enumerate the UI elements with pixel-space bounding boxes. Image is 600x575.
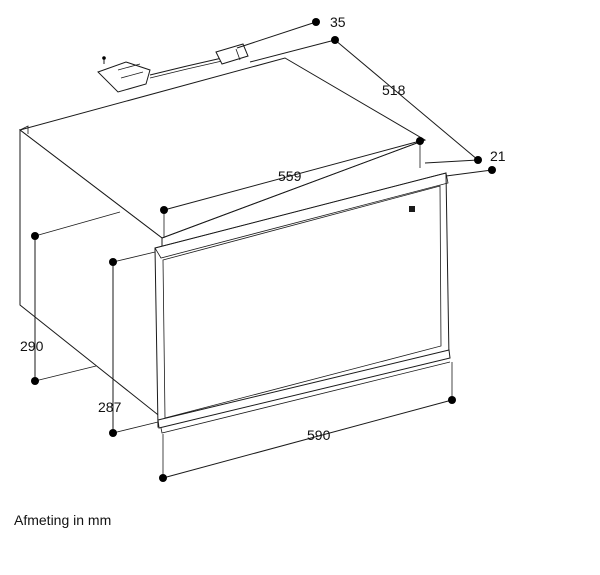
dim-21-line	[445, 169, 493, 177]
dim-559-dot-2	[416, 137, 424, 145]
dim-21-label: 21	[490, 148, 506, 164]
dim-518-ref	[249, 39, 336, 63]
dim-21-dot-2	[488, 166, 496, 174]
cord-connector	[215, 43, 249, 65]
front-panel-top-band	[154, 172, 449, 259]
dimension-590: 590	[159, 362, 456, 482]
dim-287-ext-bottom	[112, 421, 159, 434]
dim-559-line	[163, 140, 421, 211]
dim-287-dot-1	[109, 258, 117, 266]
plug-icon	[97, 56, 151, 93]
dim-290-dot-1	[31, 232, 39, 240]
dim-518-dot	[331, 36, 339, 44]
cord-line	[149, 57, 223, 76]
front-panel-bottom-edge	[160, 361, 451, 434]
plug-grip	[117, 63, 144, 79]
dim-35-line	[236, 21, 317, 49]
dimension-290: 290	[20, 211, 121, 385]
dim-290-dot-2	[31, 377, 39, 385]
housing-rear-edge	[19, 125, 29, 134]
dim-287-label: 287	[98, 399, 122, 415]
dim-35-dot	[312, 18, 320, 26]
dim-590-dot-1	[159, 474, 167, 482]
housing	[18, 57, 427, 420]
front-panel-inner	[162, 185, 442, 419]
dim-287-ext-top	[112, 251, 156, 263]
dimension-518: 518	[249, 36, 479, 161]
dim-290-label: 290	[20, 338, 44, 354]
dim-559-dot-1	[160, 206, 168, 214]
dim-559-label: 559	[278, 168, 302, 184]
dim-287-dot-2	[109, 429, 117, 437]
dimension-21: 21	[424, 148, 506, 177]
front-panel-plinth	[157, 349, 451, 429]
cord-connector-detail	[235, 48, 241, 61]
dim-590-line	[162, 399, 453, 479]
dim-518-line	[334, 39, 479, 161]
dim-290-ext-bottom	[34, 365, 97, 382]
dim-21-dot-1	[474, 156, 482, 164]
dim-590-label: 590	[307, 427, 331, 443]
plug-pin-tip	[102, 56, 106, 60]
power-cord	[149, 43, 249, 79]
dim-518-label: 518	[382, 82, 406, 98]
handle-indicator	[409, 206, 415, 212]
dimension-35: 35	[236, 14, 346, 49]
dim-35-label: 35	[330, 14, 346, 30]
cord-line-2	[149, 60, 223, 79]
dim-290-ext-top	[34, 211, 121, 237]
dimension-287: 287	[98, 251, 159, 437]
front-panel	[154, 172, 451, 434]
dimension-559: 559	[160, 137, 424, 238]
dim-590-dot-2	[448, 396, 456, 404]
unit-caption: Afmeting in mm	[14, 512, 112, 528]
housing-front-edge	[161, 139, 426, 239]
dim-21-line-2	[424, 159, 479, 164]
